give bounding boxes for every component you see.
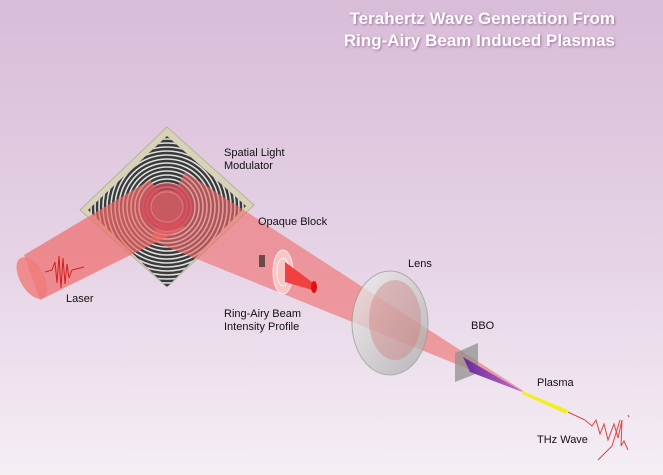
label-profile-line2: Intensity Profile <box>224 321 300 333</box>
label-lens: Lens <box>408 258 432 270</box>
label-bbo: BBO <box>471 320 495 332</box>
plasma-filament <box>463 357 525 393</box>
label-slm-line1: Spatial Light <box>224 147 285 159</box>
thz-beam <box>522 391 568 414</box>
label-thz-wave: THz Wave <box>537 434 588 446</box>
label-slm-line2: Modulator <box>224 160 273 172</box>
diagram-title-line2: Ring-Airy Beam Induced Plasmas <box>343 31 615 50</box>
ring-airy-beam <box>141 172 525 392</box>
label-opaque-block: Opaque Block <box>258 216 328 228</box>
diagram-title-line1: Terahertz Wave Generation From <box>349 9 615 28</box>
label-profile-line1: Ring-Airy Beam <box>224 308 302 320</box>
label-laser: Laser <box>66 293 94 305</box>
thz-wave-icon <box>567 411 630 461</box>
opaque-block <box>259 249 317 295</box>
label-plasma: Plasma <box>537 377 574 389</box>
lens <box>351 270 429 376</box>
laser-pulse-icon <box>44 255 85 289</box>
